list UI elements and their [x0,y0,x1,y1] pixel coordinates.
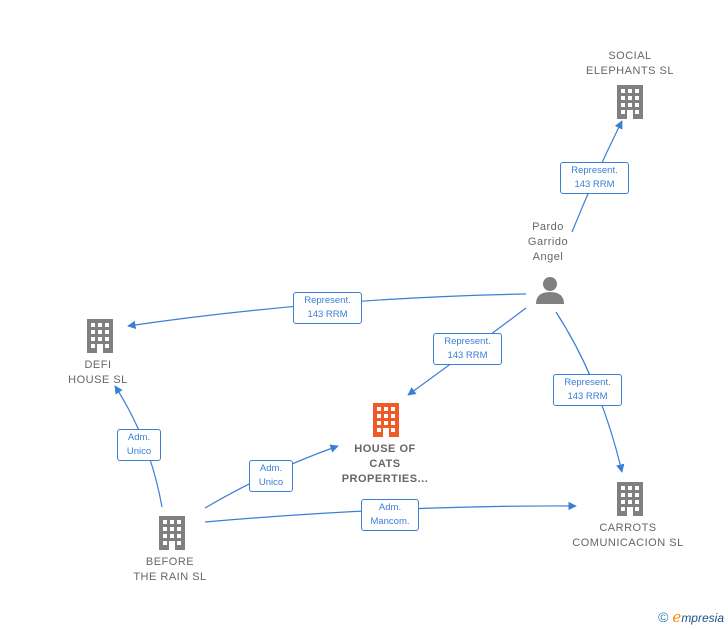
brand-logo-e: e [672,608,682,626]
edge-label-pardo-social: Represent.143 RRM [560,162,629,194]
edge-label-before-carrots: Adm.Mancom. [361,499,419,531]
before-building-icon[interactable] [159,516,185,550]
social-label[interactable]: SOCIAL ELEPHANTS SL [586,50,674,77]
person-icon[interactable] [536,277,564,304]
main-building-icon[interactable] [373,403,399,437]
edge-label-pardo-main: Represent.143 RRM [433,333,502,365]
pardo-label[interactable]: Pardo Garrido Angel [527,221,569,263]
edge-label-pardo-carrots: Represent.143 RRM [553,374,622,406]
copyright-icon: © [658,609,669,625]
edge-label-before-main: Adm.Unico [249,460,293,492]
carrots-building-icon[interactable] [617,482,643,516]
main-label[interactable]: HOUSE OF CATS PROPERTIES... [341,443,429,485]
edge-label-pardo-defi: Represent.143 RRM [293,292,362,324]
defi-label[interactable]: DEFI HOUSE SL [68,359,128,386]
carrots-label[interactable]: CARROTS COMUNICACION SL [572,522,684,549]
brand-name: mpresia [681,611,724,625]
social-building-icon[interactable] [617,85,643,119]
footer-brand: ©empresia [658,608,724,626]
defi-building-icon[interactable] [87,319,113,353]
edge-label-before-defi: Adm.Unico [117,429,161,461]
before-label[interactable]: BEFORE THE RAIN SL [133,556,207,583]
